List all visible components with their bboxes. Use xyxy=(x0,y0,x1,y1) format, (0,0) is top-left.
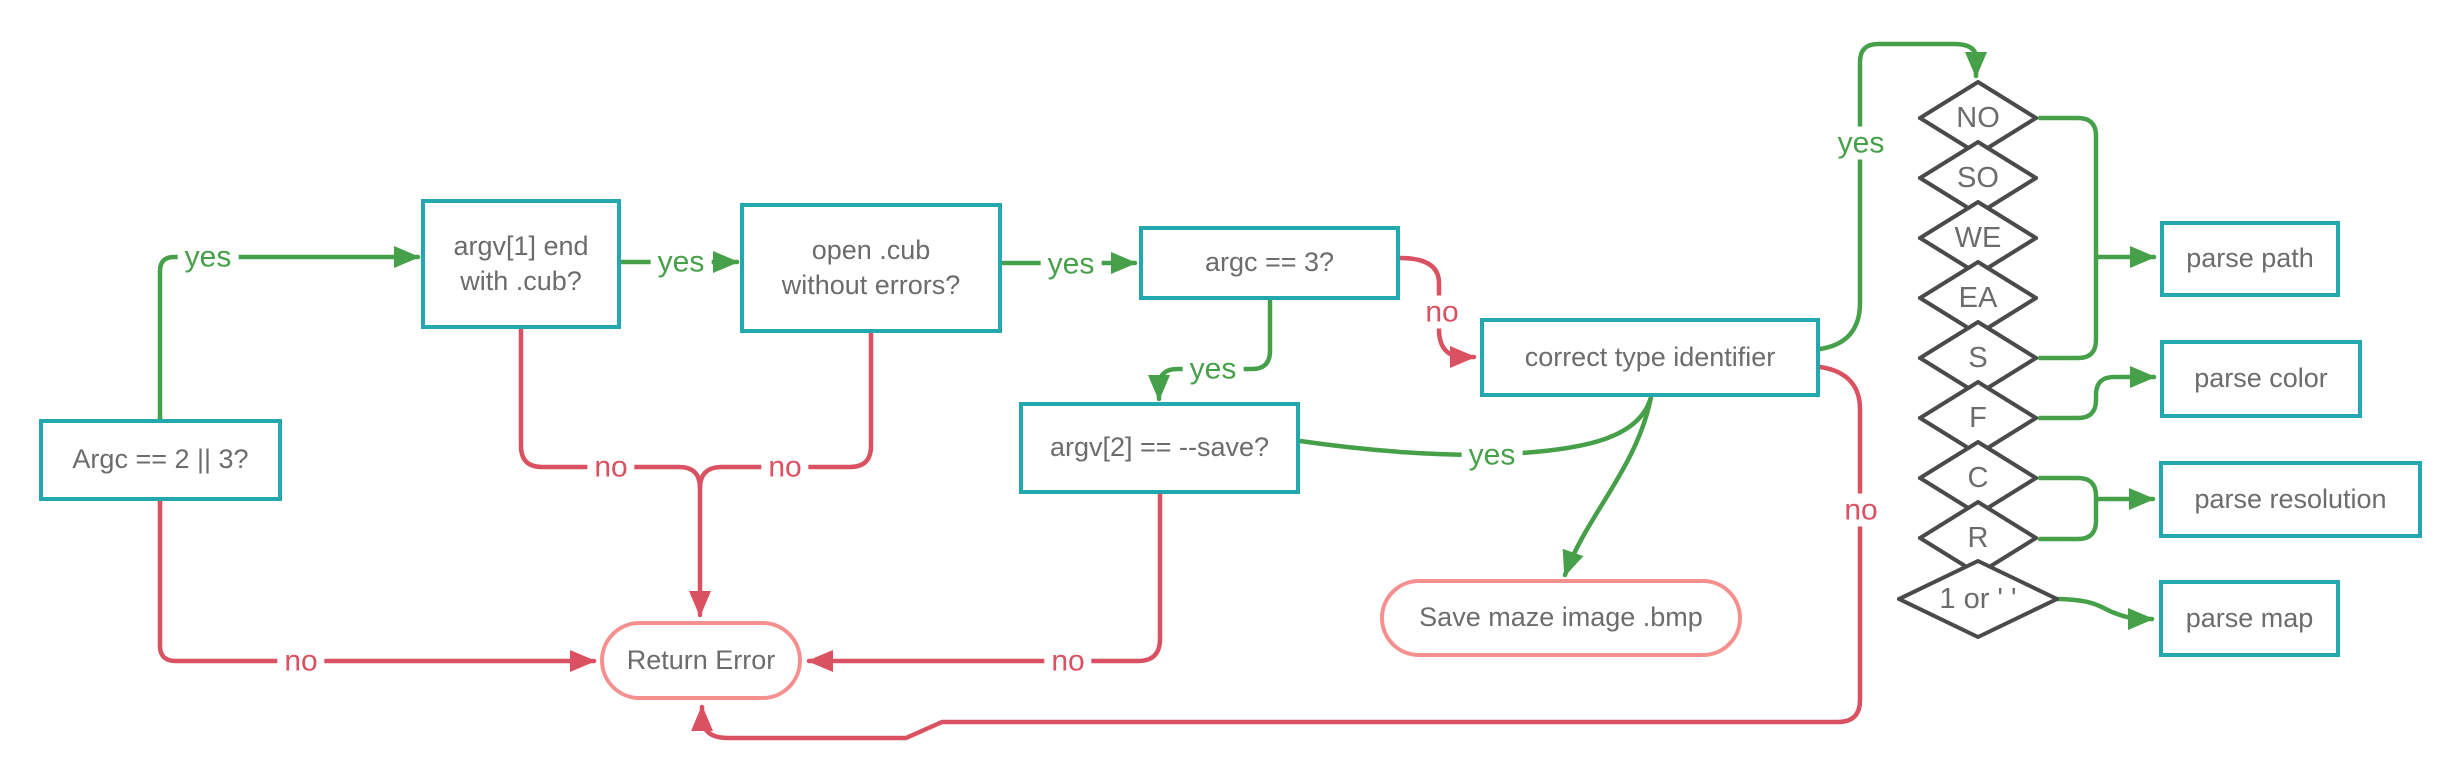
diamond-r: R xyxy=(1918,500,2038,576)
node-correct-type-label: correct type identifier xyxy=(1524,341,1776,372)
edge-label-no-argv2: no xyxy=(1044,644,1092,678)
edge-label-yes-argc-argv1: yes xyxy=(177,240,239,274)
node-argv2-save-label: argv[2] == --save? xyxy=(1049,432,1270,463)
node-open-cub: open .cub without errors? xyxy=(740,203,1002,333)
diamond-label: S xyxy=(1968,341,1988,374)
edge-label-no-argc: no xyxy=(277,644,325,678)
node-correct-type: correct type identifier xyxy=(1480,318,1820,397)
diamond-no: NO xyxy=(1918,80,2038,156)
edge-c-to-r-bracket xyxy=(2037,475,2099,542)
node-argv1-ends-cub-label: argv[1] end with .cub? xyxy=(453,230,589,296)
node-return-error: Return Error xyxy=(600,621,802,700)
node-open-cub-label: open .cub without errors? xyxy=(781,234,961,300)
diamond-s: S xyxy=(1918,320,2038,396)
node-return-error-label: Return Error xyxy=(626,644,776,675)
diamond-label: R xyxy=(1967,521,1989,554)
diamond-label: WE xyxy=(1954,221,2002,254)
edge-argc3-no-correcttype xyxy=(1397,255,1477,368)
edge-opencub-no-merge xyxy=(697,330,874,491)
edge-label-yes-argc3-argv2: yes xyxy=(1182,352,1244,386)
edge-label-no-type: no xyxy=(1837,493,1885,527)
diamond-so: SO xyxy=(1918,140,2038,216)
edge-label-yes-open-argc3: yes xyxy=(1040,247,1102,281)
edge-correcttype-no-error xyxy=(691,364,1863,741)
edge-argc-no-error xyxy=(157,498,597,672)
node-argc-eq-3: argc == 3? xyxy=(1139,226,1400,300)
diamond-label: SO xyxy=(1957,161,1999,194)
diamond-label: C xyxy=(1967,461,1989,494)
node-save-bmp: Save maze image .bmp xyxy=(1380,579,1742,657)
edge-label-yes-argv1-open: yes xyxy=(650,245,712,279)
node-parse-path-label: parse path xyxy=(2186,243,2314,274)
diamond-label: NO xyxy=(1956,101,2000,134)
node-save-bmp-label: Save maze image .bmp xyxy=(1419,602,1703,633)
edge-label-no-open: no xyxy=(761,450,809,484)
edge-argv2-no-error xyxy=(806,491,1163,672)
node-argc-check: Argc == 2 || 3? xyxy=(39,419,282,501)
edge-correcttype-yes-identifiers xyxy=(1817,41,1987,352)
node-argc-eq-3-label: argc == 3? xyxy=(1204,247,1335,278)
edge-label-yes-type-identifiers: yes xyxy=(1830,126,1892,160)
node-argv2-save: argv[2] == --save? xyxy=(1019,402,1300,494)
diamond-label: EA xyxy=(1958,281,1998,314)
node-argc-check-label: Argc == 2 || 3? xyxy=(72,444,249,475)
diamond-label: 1 or ' ' xyxy=(1939,582,2017,615)
diamond-label: F xyxy=(1969,401,1987,434)
node-parse-map: parse map xyxy=(2159,580,2340,657)
edge-f-to-parse-color xyxy=(2037,366,2157,421)
node-parse-resolution-label: parse resolution xyxy=(2194,483,2387,514)
node-parse-resolution: parse resolution xyxy=(2159,461,2422,538)
node-parse-path: parse path xyxy=(2160,221,2340,297)
node-parse-map-label: parse map xyxy=(2185,602,2314,633)
edge-correcttype-save xyxy=(1562,394,1654,578)
edge-label-no-argc3: no xyxy=(1418,295,1466,329)
edge-label-no-argv1: no xyxy=(587,450,635,484)
node-parse-color: parse color xyxy=(2160,340,2362,418)
node-argv1-ends-cub: argv[1] end with .cub? xyxy=(421,199,621,329)
node-parse-color-label: parse color xyxy=(2194,363,2328,394)
edge-label-yes-argv2-type: yes xyxy=(1461,438,1523,472)
edge-1orblank-to-parse-map xyxy=(2055,596,2155,630)
edge-argc-yes-argv1 xyxy=(157,246,421,422)
diamond-1-or: 1 or ' ' xyxy=(1897,559,2059,639)
edge-no-to-s-bracket xyxy=(2037,115,2099,361)
